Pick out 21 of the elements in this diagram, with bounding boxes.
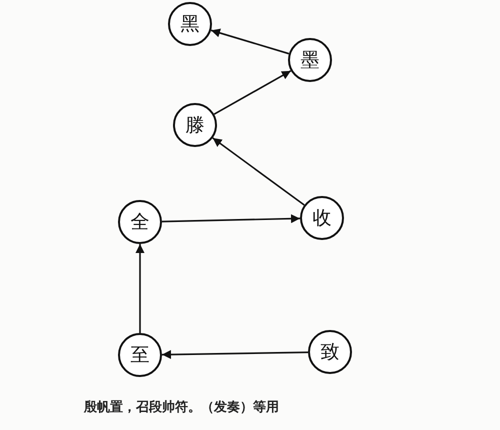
arrow (212, 137, 305, 206)
arrow (210, 28, 290, 54)
arrow (136, 244, 144, 333)
node-character: 收 (312, 208, 332, 228)
circle-node (168, 2, 212, 46)
node-character: 黑 (180, 14, 200, 34)
node-character: 滕 (186, 116, 204, 134)
arrow (162, 350, 308, 359)
circle-node (173, 103, 217, 147)
circle-node (300, 196, 344, 240)
circle-node (288, 38, 332, 82)
node-character: 致 (320, 342, 340, 362)
circle-node (308, 330, 352, 374)
node-character: 至 (130, 346, 150, 364)
circle-node (118, 333, 162, 377)
arrow (214, 70, 292, 115)
arrow (162, 214, 300, 224)
caption-text: 殷帆置，召段帅符。（发奏）等用 (84, 399, 279, 416)
node-character: 墨 (300, 50, 320, 70)
node-character: 全 (130, 212, 150, 232)
circle-node (118, 200, 162, 244)
